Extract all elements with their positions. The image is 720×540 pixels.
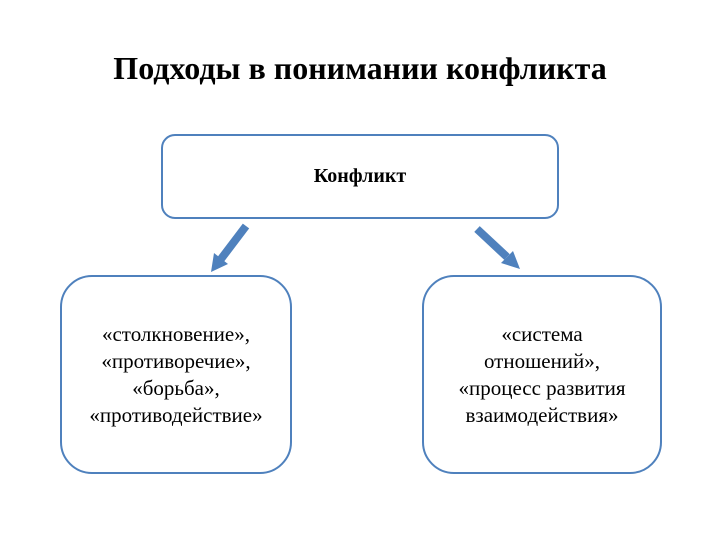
root-node-label: Конфликт bbox=[313, 165, 407, 187]
arrow-left bbox=[211, 223, 250, 272]
left-node-line: «борьба», bbox=[132, 375, 220, 400]
right-node-text: «система отношений», «процесс развития в… bbox=[458, 321, 625, 429]
root-node-conflict: Конфликт bbox=[161, 134, 559, 219]
arrow-right bbox=[474, 226, 520, 269]
left-node-line: «столкновение», bbox=[101, 321, 250, 346]
right-node-line: «процесс развития bbox=[458, 375, 626, 400]
right-node-line: «система bbox=[501, 321, 583, 346]
right-node-approach-2: «система отношений», «процесс развития в… bbox=[422, 275, 662, 474]
right-node-line: отношений», bbox=[483, 348, 601, 373]
left-node-line: «противодействие» bbox=[89, 402, 263, 427]
diagram-title: Подходы в понимании конфликта bbox=[113, 50, 607, 86]
right-node-line: взаимодействия» bbox=[465, 402, 619, 427]
left-node-approach-1: «столкновение», «противоречие», «борьба»… bbox=[60, 275, 292, 474]
left-node-text: «столкновение», «противоречие», «борьба»… bbox=[89, 321, 262, 429]
left-node-line: «противоречие», bbox=[101, 348, 251, 373]
